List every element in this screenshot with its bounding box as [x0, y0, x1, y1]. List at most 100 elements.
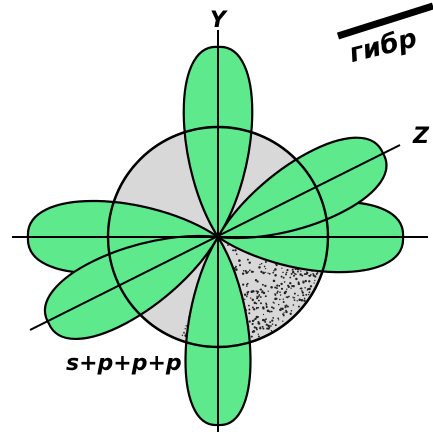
stipple-dot: [253, 271, 255, 273]
stipple-dot: [258, 316, 260, 318]
stipple-dot: [263, 308, 265, 310]
stipple-dot: [182, 335, 183, 336]
stipple-dot: [284, 312, 285, 313]
stipple-dot: [287, 306, 289, 308]
stipple-dot: [259, 264, 260, 265]
stipple-dot: [292, 269, 294, 271]
stipple-dot: [308, 280, 310, 282]
stipple-dot: [246, 285, 248, 287]
stipple-dot: [242, 272, 244, 274]
stipple-dot: [273, 302, 275, 304]
stipple-dot: [275, 324, 277, 326]
stipple-dot: [285, 273, 287, 275]
cropped-header: гибр: [338, 6, 433, 69]
stipple-dot: [242, 283, 244, 285]
stipple-dot: [274, 294, 276, 296]
stipple-dot: [293, 297, 294, 298]
stipple-dot: [300, 270, 301, 271]
stipple-dot: [292, 271, 295, 274]
stipple-dot: [269, 321, 271, 323]
stipple-dot: [271, 311, 273, 313]
stipple-dot: [255, 279, 257, 281]
stipple-dot: [260, 296, 262, 298]
stipple-dot: [288, 286, 290, 288]
stipple-dot: [243, 270, 245, 272]
stipple-dot: [252, 299, 254, 301]
z-axis-label: Z: [412, 124, 430, 149]
stipple-dot: [253, 330, 255, 332]
stipple-dot: [261, 291, 263, 293]
stipple-dot: [292, 285, 294, 287]
stipple-dot: [260, 288, 262, 290]
stipple-dot: [265, 272, 266, 273]
stipple-dot: [309, 291, 311, 293]
stipple-dot: [294, 273, 296, 275]
stipple-dot: [293, 304, 295, 306]
stipple-dot: [283, 277, 285, 279]
stipple-dot: [272, 272, 274, 274]
stipple-dot: [247, 283, 249, 285]
stipple-dot: [246, 295, 247, 296]
orbital-caption: s+p+p+p: [66, 351, 182, 376]
stipple-dot: [310, 285, 312, 287]
stipple-dot: [293, 275, 295, 277]
stipple-dot: [258, 335, 260, 337]
stipple-dot: [258, 307, 260, 309]
stipple-dot: [274, 268, 277, 271]
stipple-dot: [290, 313, 292, 315]
stipple-dot: [304, 273, 306, 275]
stipple-dot: [249, 269, 251, 271]
stipple-dot: [267, 310, 270, 313]
stipple-dot: [274, 298, 277, 301]
stipple-dot: [304, 298, 306, 300]
stipple-dot: [277, 291, 279, 293]
stipple-dot: [262, 272, 265, 275]
stipple-dot: [254, 318, 256, 320]
stipple-dot: [291, 310, 293, 312]
stipple-dot: [264, 285, 266, 287]
stipple-dot: [300, 288, 301, 289]
stipple-dot: [248, 312, 250, 314]
stipple-dot: [314, 275, 316, 277]
stipple-dot: [257, 292, 259, 294]
stipple-dot: [185, 328, 186, 329]
stipple-dot: [267, 272, 268, 273]
stipple-dot: [317, 272, 319, 274]
stipple-dot: [257, 323, 259, 325]
stipple-dot: [270, 325, 272, 327]
stipple-dot: [265, 268, 266, 269]
stipple-dot: [277, 318, 279, 320]
stipple-dot: [271, 320, 273, 322]
stipple-dot: [290, 287, 291, 288]
stipple-dot: [285, 291, 287, 293]
stipple-dot: [283, 301, 285, 303]
stipple-dot: [294, 293, 296, 295]
stipple-dot: [297, 295, 298, 296]
stipple-dot: [302, 281, 304, 283]
stipple-dot: [281, 288, 283, 290]
stipple-dot: [274, 287, 276, 289]
stipple-dot: [235, 268, 238, 271]
stipple-dot: [265, 261, 267, 263]
stipple-dot: [249, 320, 251, 322]
stipple-dot: [244, 294, 246, 296]
stipple-dot: [305, 280, 307, 282]
stipple-dot: [282, 272, 284, 274]
stipple-dot: [295, 278, 297, 280]
stipple-dot: [280, 283, 282, 285]
stipple-dot: [248, 261, 250, 263]
stipple-dot: [281, 308, 284, 311]
stipple-dot: [266, 328, 268, 330]
stipple-dot: [314, 280, 315, 281]
stipple-dot: [284, 306, 286, 308]
stipple-dot: [248, 309, 250, 311]
stipple-dot: [308, 294, 309, 295]
stipple-dot: [283, 315, 285, 317]
stipple-dot: [301, 299, 304, 302]
stipple-dot: [304, 287, 306, 289]
stipple-dot: [270, 286, 273, 289]
stipple-dot: [271, 330, 272, 331]
stipple-dot: [262, 326, 264, 328]
stipple-dot: [264, 321, 266, 323]
